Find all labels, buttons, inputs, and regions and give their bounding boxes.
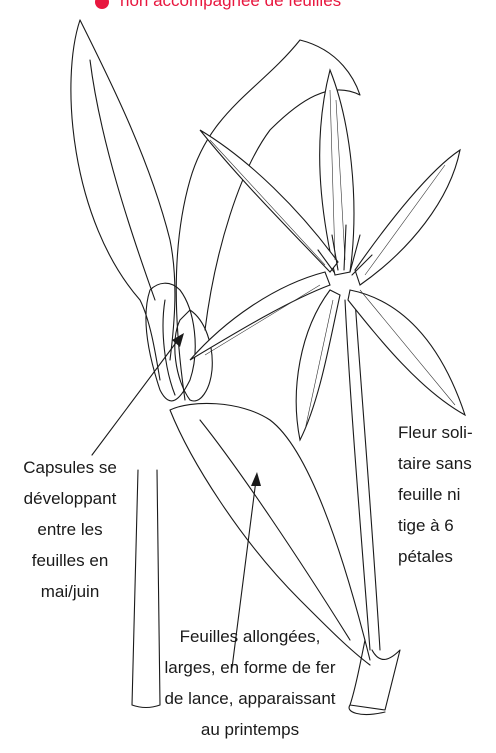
capsules-line-4: feuilles en <box>0 545 140 576</box>
fleur-line-4: tige à 6 <box>398 510 496 541</box>
capsules-line-2: développant <box>0 483 140 514</box>
fleur-line-1: Fleur soli- <box>398 417 496 448</box>
fleur-line-5: pétales <box>398 541 496 572</box>
feuilles-pointer-arrowhead <box>251 472 261 486</box>
fleur-label: Fleur soli- taire sans feuille ni tige à… <box>398 417 496 572</box>
feuilles-line-2: larges, en forme de fer <box>130 652 370 683</box>
left-leaf <box>71 20 175 380</box>
capsules-line-5: mai/juin <box>0 576 140 607</box>
capsules-label: Capsules se développant entre les feuill… <box>0 452 140 607</box>
fleur-line-2: taire sans <box>398 448 496 479</box>
feuilles-line-4: au printemps <box>130 714 370 745</box>
feuilles-line-3: de lance, apparaissant <box>130 683 370 714</box>
capsules-line-1: Capsules se <box>0 452 140 483</box>
feuilles-line-1: Feuilles allongées, <box>130 621 370 652</box>
fleur-line-3: feuille ni <box>398 479 496 510</box>
feuilles-label: Feuilles allongées, larges, en forme de … <box>130 621 370 745</box>
flower-stem <box>345 300 380 650</box>
flower-petals <box>190 70 465 440</box>
capsules-line-3: entre les <box>0 514 140 545</box>
